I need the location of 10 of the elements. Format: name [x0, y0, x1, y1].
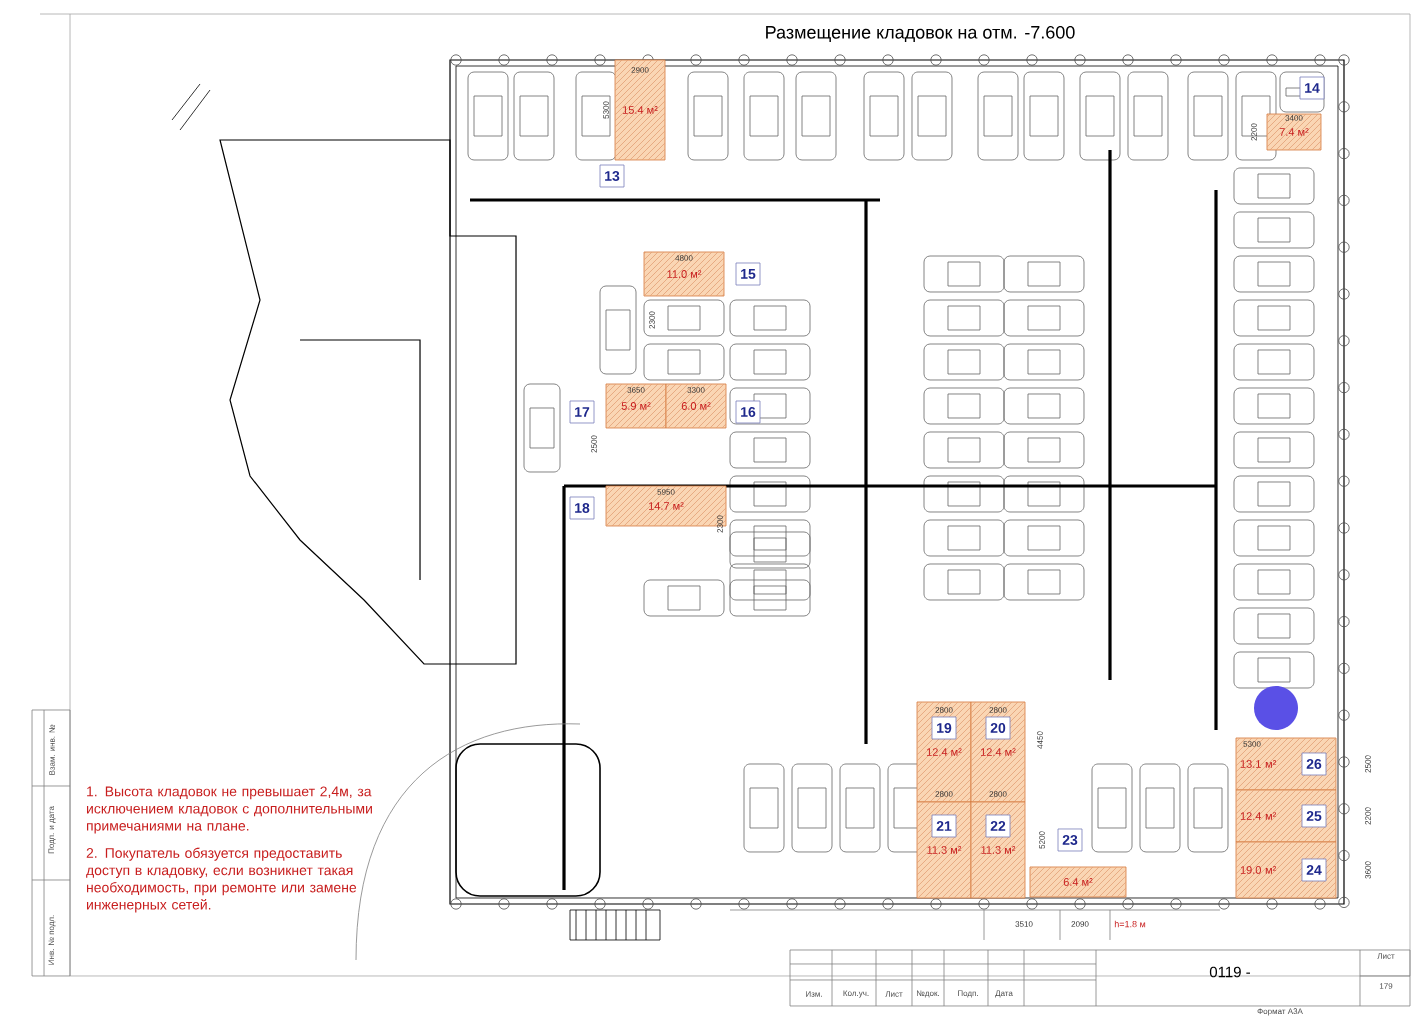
plan-title: Размещение кладовок на отм. -7.600 [766, 25, 1075, 43]
storage-room [605, 383, 667, 429]
storage-room [970, 701, 1026, 803]
storage-room [1029, 866, 1127, 898]
storage-room [916, 801, 972, 899]
storage-room [970, 801, 1026, 899]
storage-room [1266, 113, 1322, 151]
storage-room [643, 251, 725, 297]
storage-room [665, 383, 727, 429]
storage-room [916, 701, 972, 803]
